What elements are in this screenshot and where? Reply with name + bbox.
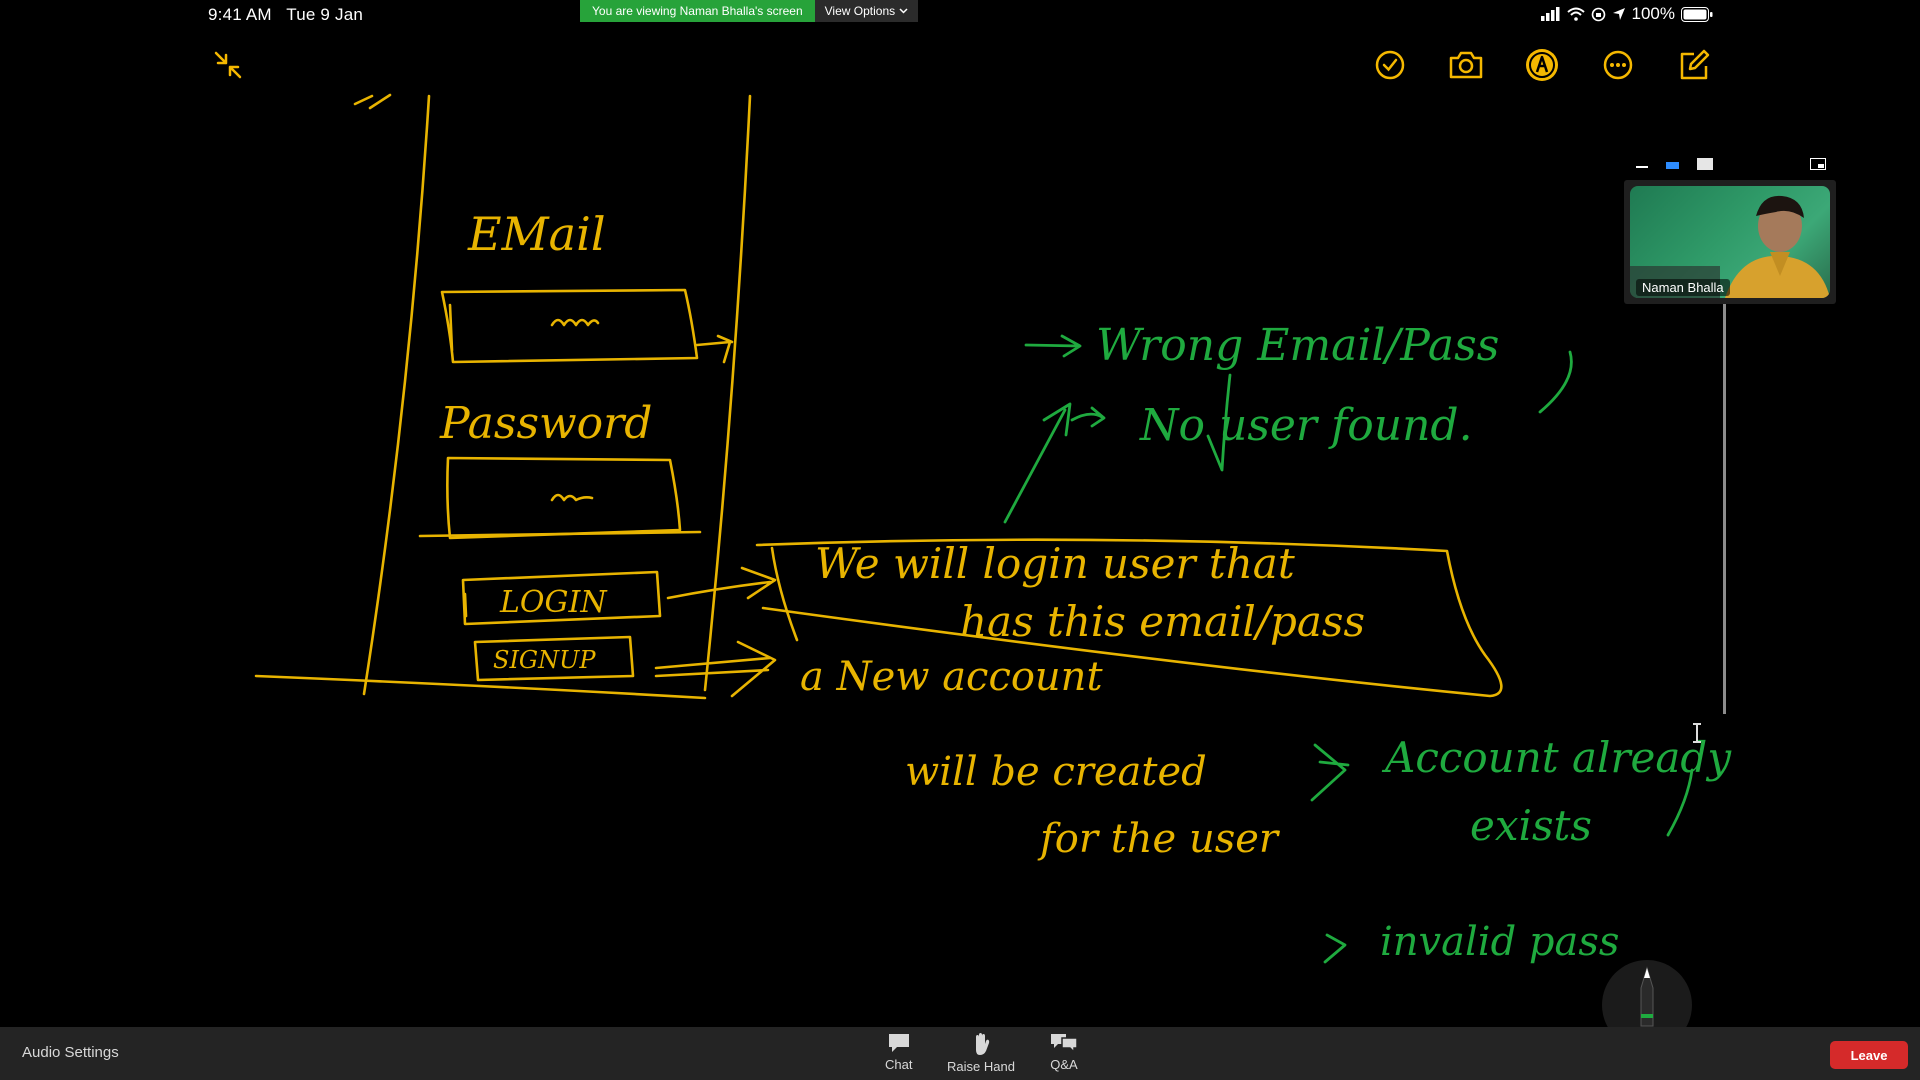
camera-icon[interactable] <box>1448 47 1484 83</box>
video-view-controls <box>1632 158 1828 174</box>
more-icon[interactable] <box>1600 47 1636 83</box>
email-label-drawing: EMail <box>467 207 606 261</box>
password-input-drawing <box>418 456 702 540</box>
login-button-drawing <box>461 570 662 626</box>
participant-video-feed: Naman Bhalla <box>1630 186 1830 298</box>
minimize-video-icon[interactable] <box>1636 166 1648 168</box>
status-time-date: 9:41 AM Tue 9 Jan <box>208 5 363 25</box>
participant-name: Naman Bhalla <box>1636 279 1730 296</box>
speaker-view-icon[interactable] <box>1666 162 1679 169</box>
whiteboard-canvas[interactable]: EMail Password LOGIN SIGNUP We will logi… <box>0 0 1920 1030</box>
chat-icon <box>888 1034 909 1052</box>
orientation-lock-icon <box>1591 7 1605 21</box>
markup-pen-icon[interactable] <box>1524 47 1560 83</box>
participant-avatar <box>1630 195 1830 298</box>
text-cursor-icon <box>1693 723 1701 743</box>
login-label-drawing: LOGIN <box>499 585 608 620</box>
battery-icon <box>1681 6 1713 22</box>
signup-label-drawing: SIGNUP <box>493 646 596 674</box>
signup-button-drawing <box>473 635 635 682</box>
password-label-drawing: Password <box>439 398 652 449</box>
email-input-drawing <box>440 288 734 364</box>
qa-button[interactable]: Q&A <box>1050 1032 1078 1072</box>
callout-box-drawing <box>755 538 1503 698</box>
invalid-pass-note: invalid pass <box>1380 919 1619 965</box>
gallery-view-icon[interactable] <box>1697 158 1713 170</box>
view-options-label: View Options <box>824 4 896 18</box>
leave-button[interactable]: Leave <box>1830 1041 1908 1069</box>
scroll-indicator[interactable] <box>1723 304 1726 714</box>
account-exists-note: Account already exists <box>1381 733 1744 850</box>
login-note-drawing: We will login user that has this email/p… <box>815 539 1365 646</box>
checklist-icon[interactable] <box>1372 47 1408 83</box>
qa-icon <box>1051 1034 1078 1054</box>
raise-hand-button[interactable]: Raise Hand <box>947 1032 1015 1074</box>
compose-icon[interactable] <box>1676 47 1712 83</box>
no-user-note: No user found. <box>1139 400 1473 451</box>
audio-settings-button[interactable]: Audio Settings <box>22 1044 119 1061</box>
participant-video-panel[interactable]: Naman Bhalla <box>1624 180 1836 304</box>
notes-toolbar <box>1372 47 1712 83</box>
status-date: Tue 9 Jan <box>286 5 364 24</box>
signal-icon <box>1540 7 1560 21</box>
pip-view-icon[interactable] <box>1810 158 1826 170</box>
location-icon <box>1612 8 1625 20</box>
status-right: 100% <box>1540 4 1713 24</box>
raise-hand-icon <box>975 1033 990 1055</box>
share-banner: You are viewing Naman Bhalla's screen Vi… <box>580 0 919 22</box>
collapse-icon[interactable] <box>213 50 243 80</box>
arrow-drawing <box>654 566 777 698</box>
pencil-icon <box>1640 966 1654 1027</box>
green-annotation-drawing <box>1003 334 1694 964</box>
chevron-down-icon <box>899 8 908 14</box>
phone-outline-drawing <box>254 93 752 700</box>
qa-label: Q&A <box>1050 1057 1078 1072</box>
status-time: 9:41 AM <box>208 5 272 24</box>
chat-label: Chat <box>885 1057 913 1072</box>
raise-hand-label: Raise Hand <box>947 1059 1015 1074</box>
battery-percent: 100% <box>1631 4 1675 23</box>
wifi-icon <box>1566 7 1585 21</box>
signup-note-drawing: a New account will be created for the us… <box>800 654 1281 862</box>
viewing-banner-text: You are viewing Naman Bhalla's screen <box>580 0 815 22</box>
view-options-button[interactable]: View Options <box>814 0 919 22</box>
chat-button[interactable]: Chat <box>885 1032 912 1072</box>
wrong-email-note: Wrong Email/Pass <box>1096 320 1499 371</box>
meeting-controls-bar: Audio Settings Chat Raise Hand Q&A Leave <box>0 1027 1920 1080</box>
